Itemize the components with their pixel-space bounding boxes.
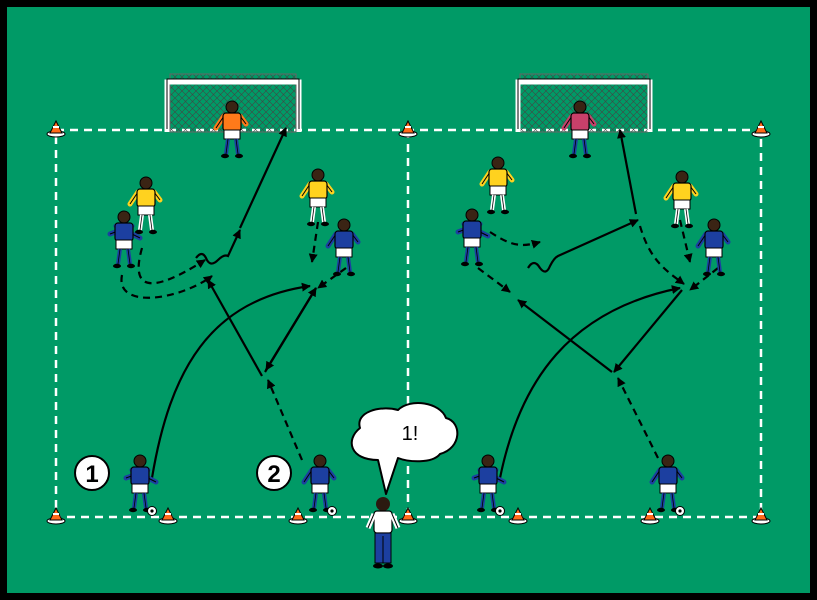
run-arrow: [689, 267, 719, 291]
coach-icon: [365, 497, 401, 569]
run-arrow: [498, 285, 681, 479]
goalkeeper-icon: [213, 100, 249, 159]
pass-arrow: [266, 379, 304, 461]
run-arrow: [317, 267, 347, 289]
ball-icon: [147, 506, 157, 516]
group-badge-1: 1: [74, 455, 110, 491]
ball-icon: [495, 506, 505, 516]
goalkeeper-icon: [561, 100, 597, 159]
player-icon: [127, 176, 163, 235]
dribble-arrow: [527, 218, 639, 273]
cone-icon: [398, 506, 418, 525]
pass-arrow: [489, 231, 541, 249]
pass-arrow: [613, 289, 683, 373]
group-badge-2: 2: [256, 455, 292, 491]
run-arrow: [150, 282, 311, 479]
player-icon: [479, 156, 515, 215]
shot-arrow: [617, 129, 638, 215]
cone-icon: [158, 506, 178, 525]
cone-icon: [398, 119, 418, 138]
cones: [46, 119, 771, 525]
player-icon: [301, 454, 337, 516]
cone-icon: [508, 506, 528, 525]
player-icon: [471, 454, 507, 516]
player-icon: [299, 168, 335, 227]
player-icon: [649, 454, 685, 516]
dribble-arrow: [195, 229, 241, 265]
players: [107, 100, 731, 516]
player-icon: [123, 454, 159, 516]
cone-icon: [640, 506, 660, 525]
coach-bubble-text: 1!: [402, 423, 419, 445]
badge-2-label: 2: [267, 461, 280, 488]
run-arrow: [517, 299, 613, 373]
cone-icon: [751, 119, 771, 138]
movement-lines: [120, 127, 719, 479]
run-arrow: [638, 225, 685, 285]
player-icon: [455, 208, 491, 267]
cone-icon: [46, 506, 66, 525]
cone-icon: [288, 506, 308, 525]
pass-arrow: [265, 287, 317, 371]
player-icon: [695, 218, 731, 277]
ball-icon: [675, 506, 685, 516]
run-arrow: [207, 279, 263, 377]
player-icon: [325, 218, 361, 277]
pass-arrow: [617, 377, 659, 459]
run-arrow: [308, 221, 320, 263]
run-arrow: [477, 267, 511, 293]
ball-icon: [327, 506, 337, 516]
cone-icon: [751, 506, 771, 525]
cone-icon: [46, 119, 66, 138]
player-icon: [663, 170, 699, 229]
player-icon: [107, 210, 143, 269]
badge-1-label: 1: [85, 461, 98, 488]
shot-arrow: [239, 127, 287, 229]
coach-speech-bubble: 1!: [350, 402, 459, 495]
pass-arrow: [137, 247, 206, 285]
